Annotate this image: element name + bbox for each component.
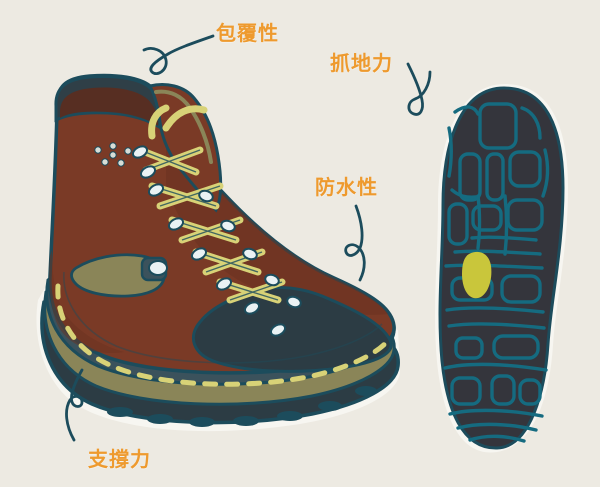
feature-label-grip: 抓地力 [330,53,393,75]
boot-lug-nubs [107,386,377,427]
feature-label-waterproof: 防水性 [315,177,378,199]
boot-outsole [435,84,568,453]
strap-hook [148,260,168,276]
connector-squiggles [65,34,432,442]
welt-stitching [55,283,393,387]
lacing-system [131,104,302,337]
connector-fit-icon [142,34,215,76]
lace-eyelets [131,145,302,337]
outsole-accent-patch [462,251,492,299]
feature-label-fit: 包覆性 [216,23,279,45]
connector-grip-icon [406,62,432,116]
connector-support-icon [65,368,84,442]
feature-label-support: 支撐力 [88,449,151,471]
boot-tongue [147,83,223,213]
connector-water-icon [344,204,366,282]
hiking-boot [36,73,400,432]
vent-eyelets [94,142,132,167]
outsole-lug-pattern [443,102,550,443]
